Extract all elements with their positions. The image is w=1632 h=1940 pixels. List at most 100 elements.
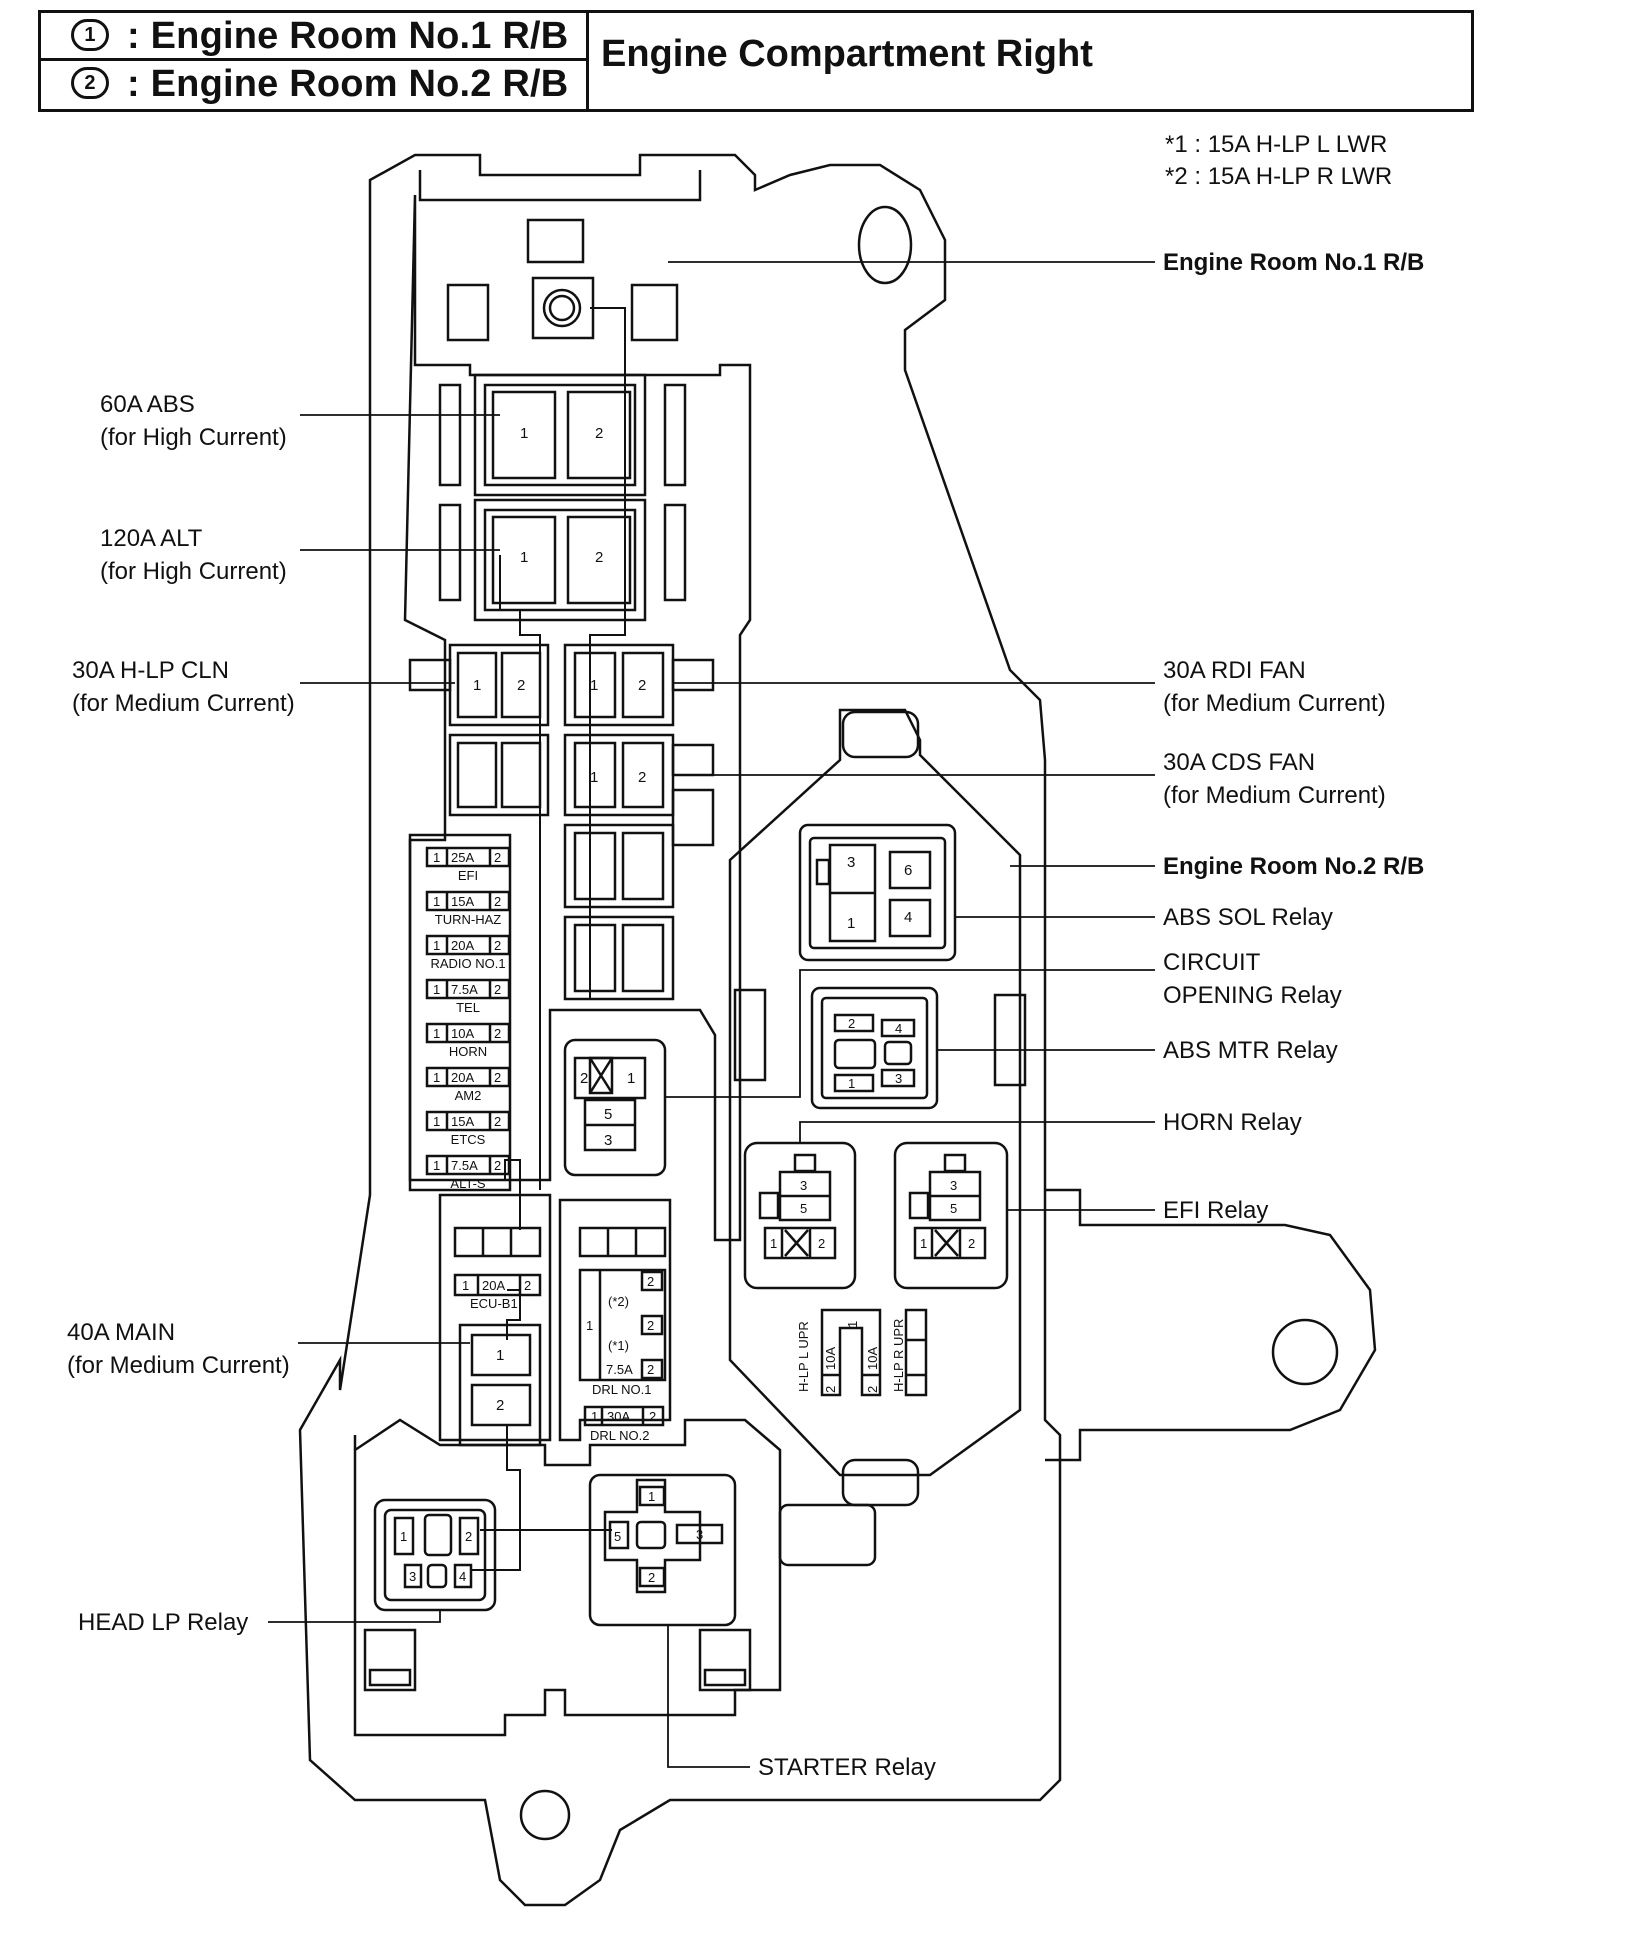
pin-label: 3	[847, 854, 855, 871]
label-starter-relay: STARTER Relay	[758, 1754, 936, 1781]
pin-label: 1	[433, 1114, 440, 1129]
pin-label: 5	[604, 1106, 612, 1123]
fuse-amp: 25A	[451, 850, 474, 865]
note-1: *1 : 15A H-LP L LWR	[1165, 131, 1387, 158]
fuse-slot-row	[453, 1226, 542, 1258]
pin-label: 1	[433, 1158, 440, 1173]
pin-label: 2	[647, 1318, 654, 1333]
fuse-30a-rdi-fan: 1 2	[563, 643, 675, 727]
pin-label: 1	[400, 1529, 407, 1544]
label-60a-abs-sub: (for High Current)	[100, 424, 287, 451]
circled-number-1: 1	[71, 18, 109, 51]
pin-label: 2	[968, 1236, 975, 1251]
fuse-name: RADIO NO.1	[430, 956, 505, 971]
note-2: *2 : 15A H-LP R LWR	[1165, 163, 1392, 190]
abs-mtr-relay: 2 4 1 3	[810, 986, 939, 1110]
pin-label: 1	[586, 1318, 593, 1333]
label-head-lp-relay: HEAD LP Relay	[78, 1609, 248, 1636]
fuse-120a-alt: 1 2	[473, 498, 647, 622]
fuse-name-hlp-l-upr: H-LP L UPR	[796, 1321, 811, 1392]
pin-label: 2	[595, 425, 603, 442]
header-row2-label: : Engine Room No.2 R/B	[127, 63, 569, 105]
pin-label: 1	[591, 1409, 598, 1424]
housing-outline	[298, 153, 1377, 1907]
label-40a-main-sub: (for Medium Current)	[67, 1352, 290, 1379]
mounting-hole-bottom	[519, 1789, 571, 1841]
pin-label: 1	[433, 938, 440, 953]
fuse-name: DRL NO.2	[590, 1428, 649, 1443]
label-horn-relay: HORN Relay	[1163, 1109, 1302, 1136]
pin-label: 2	[638, 769, 646, 786]
starter-relay: 1 5 3 2	[588, 1473, 737, 1627]
pin-label: 2	[524, 1278, 531, 1293]
pin-label: 4	[459, 1569, 466, 1584]
label-circuit-opening-2: OPENING Relay	[1163, 982, 1342, 1009]
mounting-slot	[857, 205, 913, 285]
pin-label: 2	[818, 1236, 825, 1251]
pin-label: 1	[845, 1321, 860, 1328]
fuse-30a-hlp-cln: 1 2	[448, 643, 550, 727]
pin-label: 1	[433, 1026, 440, 1041]
pin-label: 2	[647, 1362, 654, 1377]
label-efi-relay: EFI Relay	[1163, 1197, 1268, 1224]
pin-label: 2	[649, 1409, 656, 1424]
fuse-name: ALT-S	[450, 1176, 485, 1191]
fuse-amp: 20A	[482, 1278, 505, 1293]
pin-label: 4	[895, 1021, 902, 1036]
pin-label: 1	[433, 1070, 440, 1085]
fuse-amp: 15A	[451, 1114, 474, 1129]
pin-label: 5	[800, 1201, 807, 1216]
pin-label: 2	[865, 1386, 880, 1393]
pin-label: 1	[920, 1236, 927, 1251]
efi-relay: 3 5 1 2	[893, 1141, 1009, 1290]
note-ref: (*1)	[608, 1338, 629, 1353]
pin-label: 4	[904, 909, 912, 926]
label-engine-room-no2: Engine Room No.2 R/B	[1163, 853, 1424, 880]
pin-label: 2	[494, 1158, 501, 1173]
pin-label: 1	[520, 425, 528, 442]
mounting-hole-right	[1271, 1318, 1339, 1386]
fuse-hlp-upr: H-LP L UPR 10A 2 1 10A 2 H-LP R UPR	[796, 1308, 928, 1397]
label-30a-hlp-cln-sub: (for Medium Current)	[72, 690, 295, 717]
pin-label: 1	[433, 894, 440, 909]
pin-label: 2	[494, 1026, 501, 1041]
fuse-amp: 10A	[451, 1026, 474, 1041]
pin-label: 6	[904, 862, 912, 879]
leader-lines	[268, 261, 1155, 1768]
fuse-name: HORN	[449, 1044, 487, 1059]
internal-wiring	[470, 307, 626, 1571]
fuse-amp: 10A	[823, 1347, 838, 1370]
fuse-amp: 7.5A	[451, 1158, 478, 1173]
pin-label: 1	[648, 1489, 655, 1504]
callout-labels: Engine Room No.1 R/B 60A ABS (for High C…	[67, 249, 1424, 1781]
horn-relay: 3 5 1 2	[743, 1141, 857, 1290]
fuse-name: TURN-HAZ	[435, 912, 501, 927]
pin-label: 1	[520, 549, 528, 566]
pin-label: 5	[614, 1529, 621, 1544]
pin-label: 3	[409, 1569, 416, 1584]
pin-label: 3	[604, 1132, 612, 1149]
fuse-name: EFI	[458, 868, 478, 883]
pin-label: 3	[800, 1178, 807, 1193]
pin-label: 3	[895, 1071, 902, 1086]
label-120a-alt: 120A ALT	[100, 525, 203, 552]
pin-label: 1	[627, 1070, 635, 1087]
label-40a-main: 40A MAIN	[67, 1319, 175, 1346]
fuse-30a-cds-fan: 1 2	[563, 733, 675, 817]
circled-number-2: 2	[71, 66, 109, 99]
fuse-name: DRL NO.1	[592, 1382, 651, 1397]
abs-sol-relay: 3 1 6 4	[798, 823, 957, 962]
fuse-amp: 10A	[865, 1347, 880, 1370]
fuse-amp: 30A	[607, 1409, 630, 1424]
pin-label: 2	[465, 1529, 472, 1544]
pin-label: 1	[590, 769, 598, 786]
pin-label: 5	[950, 1201, 957, 1216]
relay-small-no1: 2 1 5 3	[563, 1038, 667, 1177]
engine-room-no2-rb: 3 1 6 4 2 4 1 3	[728, 708, 1027, 1567]
label-circuit-opening-1: CIRCUIT	[1163, 949, 1261, 976]
